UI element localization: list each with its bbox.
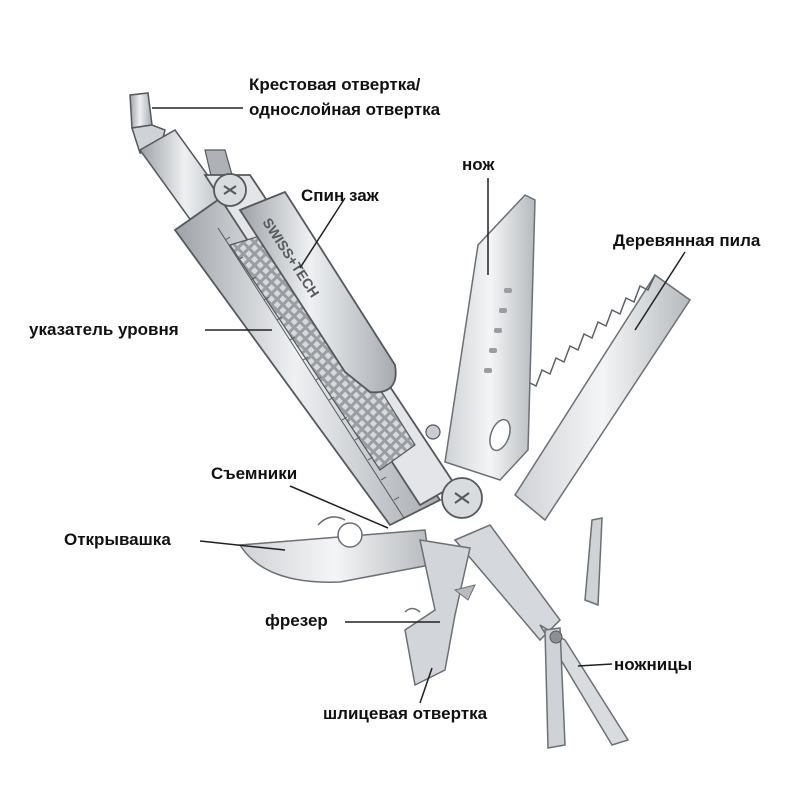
leader-lines [152,107,686,704]
label-phillips-line2: однослойная отвертка [249,100,441,119]
label-phillips-line1: Крестовая отвертка/ [249,75,421,94]
leader-strippers [289,485,389,529]
leader-wood-saw [634,251,686,331]
knife-blade [444,194,536,481]
label-slotted: шлицевая отвертка [323,704,488,723]
label-clip: Спин заж [301,186,379,205]
leader-opener [199,540,286,551]
leader-clip [299,197,346,269]
label-knife: нож [462,155,495,174]
label-wood-saw: Деревянная пила [613,231,761,250]
bottle-opener [238,516,431,583]
cutter-and-slotted-screwdriver [404,539,476,687]
leader-scissors [577,663,613,667]
label-strippers: Съемники [211,464,298,483]
pocket-clip: SWISS+TECH [238,190,397,394]
pivot-screws [213,173,483,519]
leader-slotted [419,667,433,704]
label-opener: Открывашка [64,530,171,549]
scissors [453,517,630,749]
label-level: указатель уровня [29,320,179,339]
level-ruler [217,227,405,519]
label-scissors: ножницы [614,655,693,674]
label-cutter: фрезер [265,611,328,630]
